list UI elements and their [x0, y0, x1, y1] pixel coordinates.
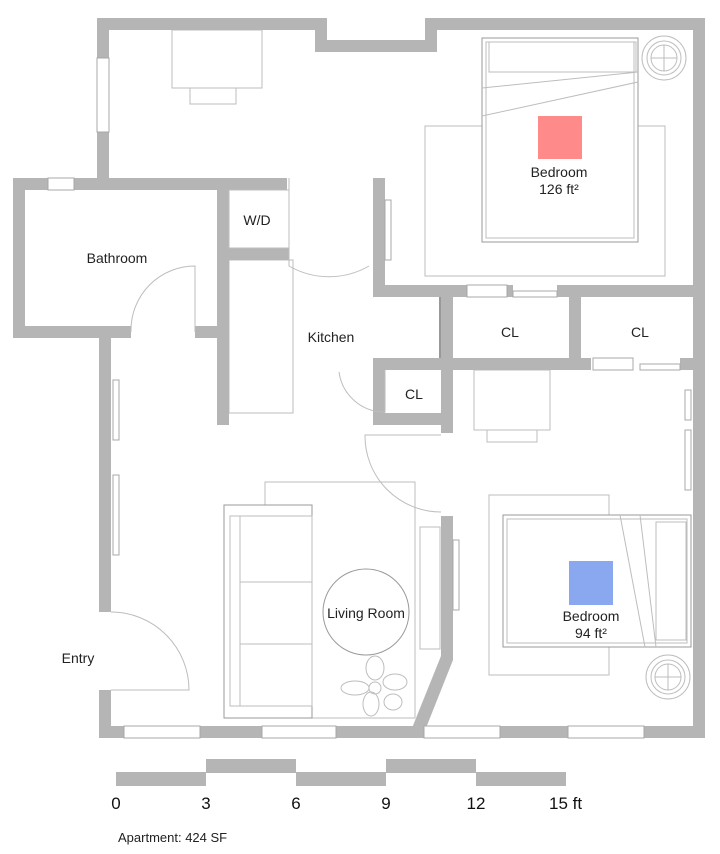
- scale-tick: 6: [291, 794, 300, 813]
- bedroom1-marker: [538, 116, 582, 159]
- window: [112, 474, 120, 556]
- window: [123, 725, 201, 739]
- bathroom-label: Bathroom: [87, 250, 148, 266]
- pillow: [488, 41, 637, 73]
- entry-label: Entry: [62, 650, 95, 666]
- lamp-icon: [645, 654, 691, 700]
- wd-label: W/D: [243, 212, 270, 228]
- closet-label: CL: [405, 386, 423, 402]
- scale-bar: 0 3 6 9 12 15 ft: [111, 759, 582, 813]
- walls: [13, 18, 705, 738]
- entry-door: [110, 611, 190, 691]
- desk-chair: [189, 87, 237, 105]
- window: [47, 177, 75, 191]
- apartment-area: Apartment: 424 SF: [118, 830, 227, 845]
- closet-label: CL: [631, 324, 649, 340]
- tv-stand: [419, 526, 441, 650]
- scale-tick: 12: [467, 794, 486, 813]
- window: [423, 725, 501, 739]
- scale-tick: 9: [381, 794, 390, 813]
- window: [567, 725, 645, 739]
- kitchen-counter: [228, 259, 294, 414]
- bedroom2-area: 94 ft²: [575, 625, 607, 641]
- kitchen-door: [288, 178, 370, 278]
- scale-tick: 3: [201, 794, 210, 813]
- bedroom1-label: Bedroom: [531, 164, 588, 180]
- bedroom-door: [364, 434, 442, 513]
- sofa: [223, 504, 313, 719]
- window: [452, 539, 460, 611]
- coffee-table: [322, 568, 410, 656]
- window: [684, 429, 692, 491]
- desk-chair: [486, 429, 538, 443]
- bedroom2-marker: [569, 561, 613, 605]
- desk: [171, 29, 263, 89]
- window: [112, 379, 120, 441]
- scale-tick: 15 ft: [549, 794, 582, 813]
- desk: [473, 369, 551, 431]
- window: [261, 725, 337, 739]
- window: [684, 389, 692, 421]
- bathroom-door: [130, 265, 196, 332]
- window: [384, 199, 392, 261]
- window: [96, 57, 110, 133]
- scale-tick: 0: [111, 794, 120, 813]
- lamp-icon: [641, 35, 687, 81]
- kitchen-label: Kitchen: [308, 329, 355, 345]
- living-room-label: Living Room: [327, 605, 405, 621]
- windows: [47, 57, 692, 739]
- closet-label: CL: [501, 324, 519, 340]
- bedroom2-label: Bedroom: [563, 608, 620, 624]
- bedroom1-area: 126 ft²: [539, 181, 579, 197]
- closet-door: [338, 370, 386, 413]
- plant-icon: [340, 655, 408, 717]
- pillow: [655, 521, 687, 641]
- doors: [110, 178, 681, 691]
